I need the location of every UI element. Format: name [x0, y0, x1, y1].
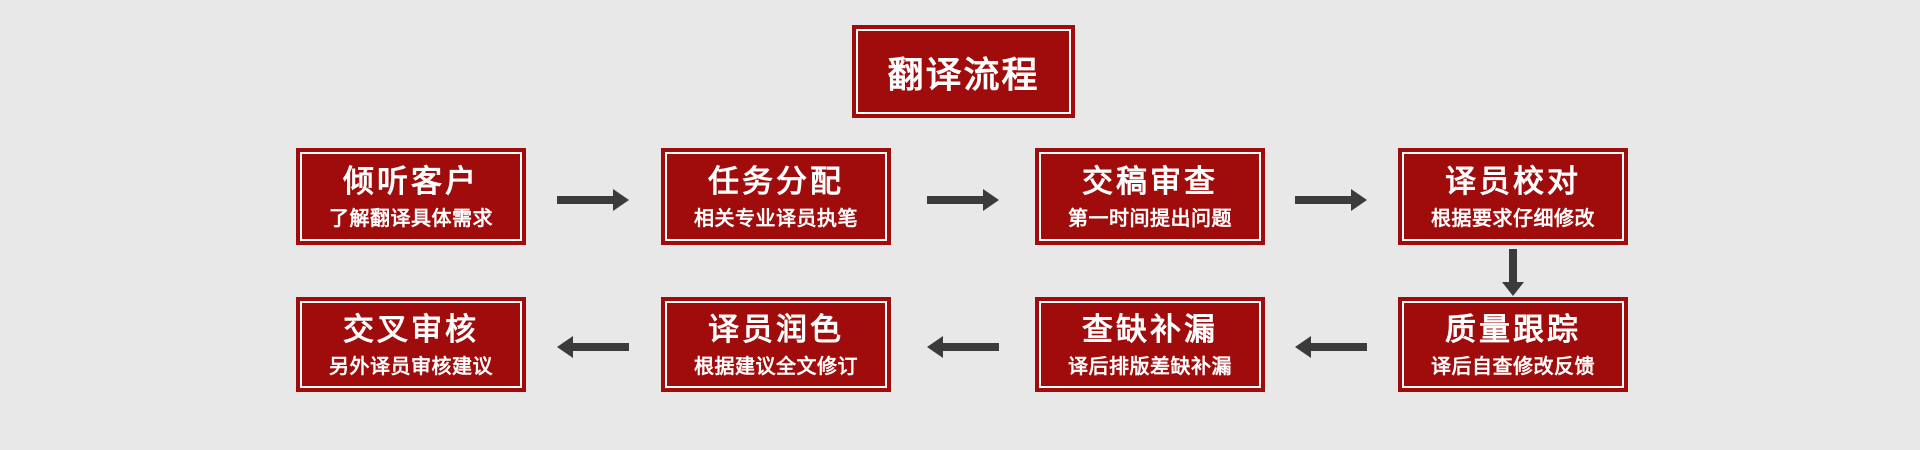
flow-node-cross-review: 交叉审核 另外译员审核建议	[296, 297, 526, 392]
flow-node-task-assignment: 任务分配 相关专业译员执笔	[661, 148, 891, 245]
flow-node-subtitle: 第一时间提出问题	[1068, 205, 1232, 230]
flow-node-title: 交叉审核	[343, 312, 479, 349]
flow-node-title: 译员校对	[1445, 164, 1581, 201]
arrow-right-icon	[557, 189, 629, 211]
flow-node-quality-tracking: 质量跟踪 译后自查修改反馈	[1398, 297, 1628, 392]
flow-node-gap-filling: 查缺补漏 译后排版差缺补漏	[1035, 297, 1265, 392]
flow-node-subtitle: 根据要求仔细修改	[1431, 205, 1595, 230]
arrow-left-icon	[927, 336, 999, 358]
arrow-down-icon	[1502, 249, 1524, 296]
flow-node-title: 倾听客户	[343, 164, 479, 201]
flow-node-draft-review: 交稿审查 第一时间提出问题	[1035, 148, 1265, 245]
diagram-title-box: 翻译流程	[852, 25, 1075, 118]
arrow-right-icon	[927, 189, 999, 211]
flow-node-subtitle: 了解翻译具体需求	[329, 205, 493, 230]
flow-node-title: 译员润色	[708, 312, 844, 349]
diagram-title: 翻译流程	[887, 54, 1040, 96]
flow-node-subtitle: 相关专业译员执笔	[694, 205, 858, 230]
arrow-left-icon	[1295, 336, 1367, 358]
flow-node-listen-customer: 倾听客户 了解翻译具体需求	[296, 148, 526, 245]
flow-node-title: 任务分配	[708, 164, 844, 201]
flow-node-subtitle: 根据建议全文修订	[694, 353, 858, 378]
flow-node-title: 交稿审查	[1082, 164, 1218, 201]
flow-node-title: 质量跟踪	[1445, 312, 1581, 349]
arrow-left-icon	[557, 336, 629, 358]
arrow-right-icon	[1295, 189, 1367, 211]
flow-node-subtitle: 另外译员审核建议	[329, 353, 493, 378]
flow-node-subtitle: 译后排版差缺补漏	[1068, 353, 1232, 378]
flow-node-translator-proofread: 译员校对 根据要求仔细修改	[1398, 148, 1628, 245]
flow-node-title: 查缺补漏	[1082, 312, 1218, 349]
flow-node-subtitle: 译后自查修改反馈	[1431, 353, 1595, 378]
flow-node-translator-polish: 译员润色 根据建议全文修订	[661, 297, 891, 392]
